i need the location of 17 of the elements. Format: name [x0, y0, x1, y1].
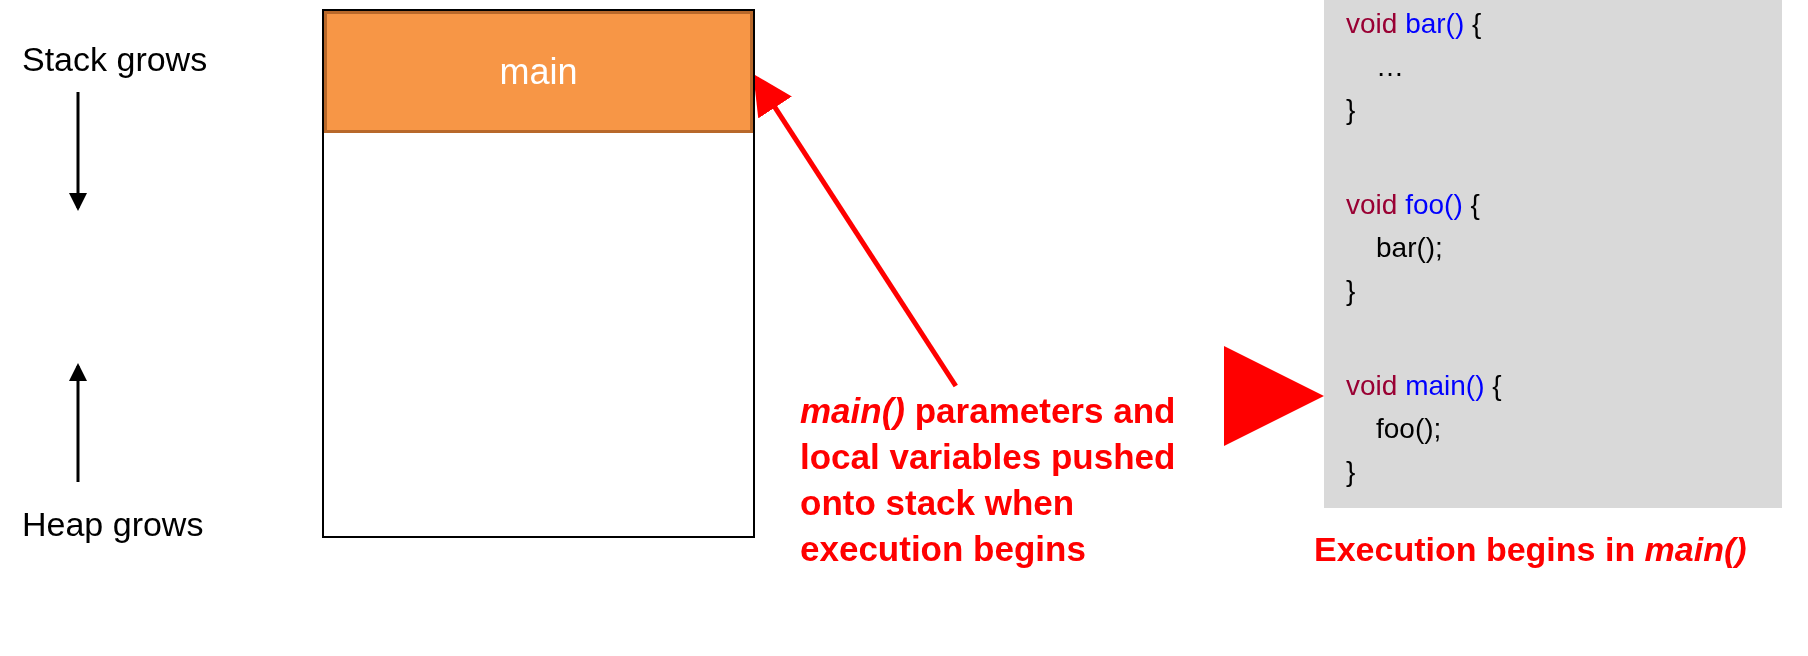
code-line: …	[1376, 51, 1404, 83]
axis-label: Heap grows	[22, 505, 204, 544]
caption-text: Execution begins in main()	[1314, 530, 1747, 569]
code-line: foo();	[1376, 413, 1442, 445]
annotation-text: main() parameters and local variables pushed onto stack when execution begins	[800, 388, 1210, 648]
axis-label: Stack grows	[22, 40, 208, 79]
stack-frame-box: main	[324, 11, 753, 133]
code-line: }	[1346, 456, 1356, 488]
code-line: }	[1346, 275, 1356, 307]
code-line: bar();	[1376, 232, 1443, 264]
code-line: void main() {	[1346, 370, 1502, 402]
arrow	[1224, 346, 1324, 446]
code-panel	[1324, 0, 1782, 508]
code-line: }	[1346, 94, 1356, 126]
code-line: void bar() {	[1346, 8, 1482, 40]
memory-box	[322, 9, 755, 538]
code-line: void foo() {	[1346, 189, 1480, 221]
